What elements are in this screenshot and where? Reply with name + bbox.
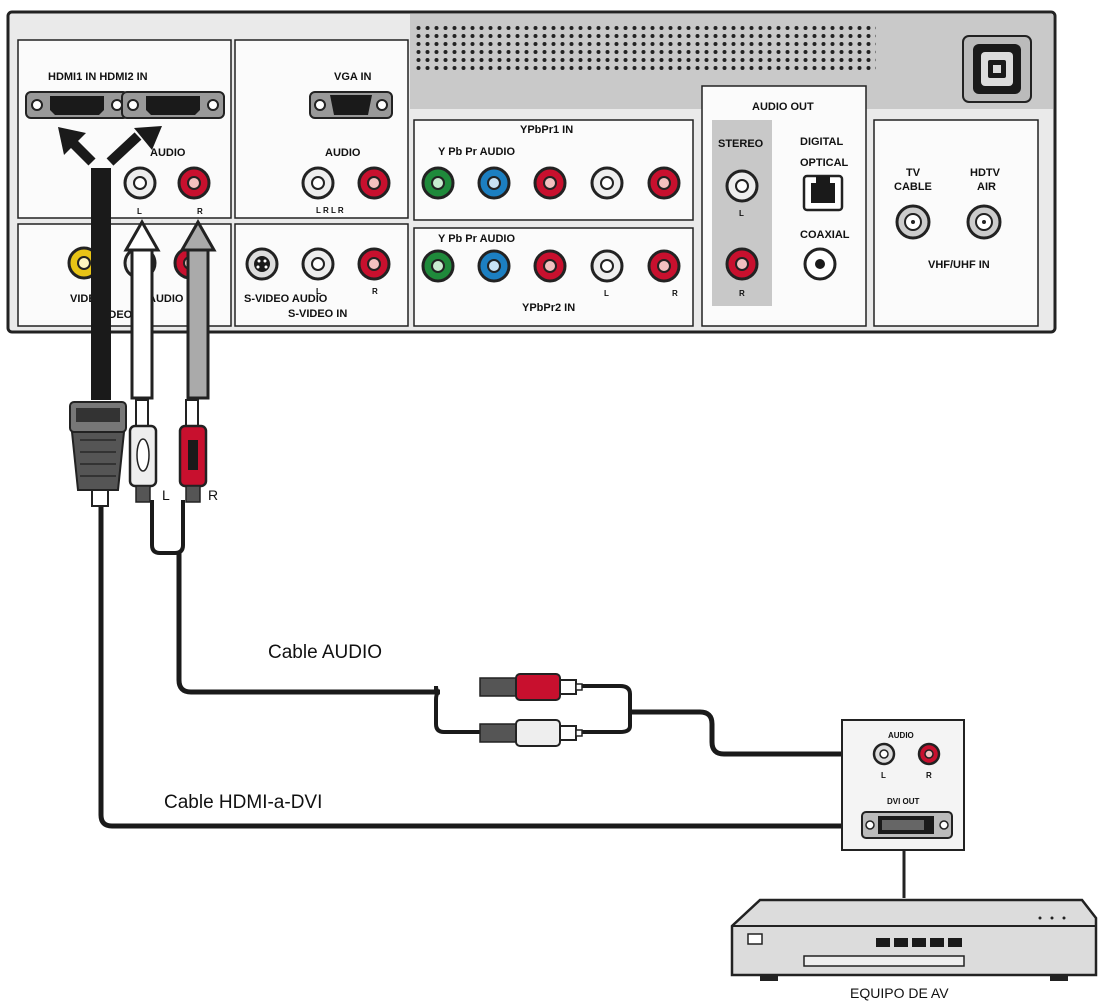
vga-audio-r-jack (357, 166, 391, 200)
device-audio-l-jack (872, 742, 896, 766)
vga-audio-l-jack (301, 166, 335, 200)
vhf-uhf-in-label: VHF/UHF IN (928, 259, 990, 271)
device-audio-r-label: R (926, 771, 932, 780)
hdmi2-arrow-shaft (106, 132, 142, 166)
hdmi1-port (25, 91, 129, 119)
optical-label: OPTICAL (800, 157, 849, 169)
ypbpr2-pr-jack (533, 249, 567, 283)
hdmi-dvi-cable-label: Cable HDMI-a-DVI (164, 792, 322, 813)
ypbpr2-l-label: L (604, 289, 609, 298)
rca-plug-r-label: R (208, 487, 218, 503)
disc-tray (803, 955, 965, 967)
audio-cable-split (434, 690, 480, 734)
vga-audio-label: AUDIO (325, 147, 361, 159)
ypbpr2-audio-r-jack (647, 249, 681, 283)
ypbpr1-pr-jack (533, 166, 567, 200)
stereo-l-label: L (739, 209, 744, 218)
audio-out-label: AUDIO OUT (752, 101, 814, 113)
svideo-audio-label: S-VIDEO AUDIO (244, 293, 328, 305)
ypbpr1-y-jack (421, 166, 455, 200)
cable-label: CABLE (894, 181, 932, 193)
svideo-r-label: R (372, 287, 378, 296)
hdtv-air-jack (966, 204, 1002, 240)
vga-in-label: VGA IN (334, 71, 372, 83)
rca-plug-red (178, 399, 208, 503)
audio-cable-label: Cable AUDIO (268, 642, 382, 663)
optical-port (802, 174, 844, 212)
hdmi2-port (121, 91, 225, 119)
coaxial-label: COAXIAL (800, 229, 850, 241)
stereo-r-label: R (739, 289, 745, 298)
rca-plug-white-middle (479, 719, 583, 747)
coaxial-jack (803, 247, 837, 281)
stereo-label: STEREO (718, 138, 764, 150)
ypbpr1-pb-jack (477, 166, 511, 200)
audio-cable-loop (150, 500, 185, 555)
hdmi-dvi-adapter (69, 401, 127, 507)
hdmi-audio-r-jack (177, 166, 211, 200)
audio-r-arrow (179, 218, 217, 400)
hdmi-in-label: HDMI1 IN HDMI2 IN (48, 71, 148, 83)
svideo-l-label: L (316, 287, 321, 296)
ypbpr1-sub-label: Y Pb Pr AUDIO (438, 146, 515, 158)
audio-out-l-jack (725, 169, 759, 203)
hdmi1-arrowhead-icon (58, 127, 86, 155)
rca-plug-white (128, 399, 158, 503)
ypbpr2-sub-label: Y Pb Pr AUDIO (438, 233, 515, 245)
hdmi-audio-l-label: L (137, 207, 142, 216)
svideo-audio-l-jack (301, 247, 335, 281)
device-audio-label: AUDIO (888, 731, 914, 740)
audio-cable-to-device (630, 709, 850, 757)
vga-port (309, 91, 393, 119)
dvi-out-label: DVI OUT (887, 797, 920, 806)
hdmi2-arrowhead-icon (134, 126, 162, 150)
tv-back-panel: HDMI1 IN HDMI2 IN VGA IN AUDIO L R AUDIO (6, 10, 1057, 334)
svideo-in-label: S-VIDEO IN (288, 308, 347, 320)
hdmi-audio-label: AUDIO (150, 147, 186, 159)
ypbpr1-in-label: YPbPr1 IN (520, 124, 573, 136)
ypbpr2-r-label: R (672, 289, 678, 298)
digital-label: DIGITAL (800, 136, 843, 148)
svideo-jack (245, 247, 279, 281)
audio-cable-loop-right (580, 684, 632, 734)
device-connector-panel: AUDIO L R DVI OUT (841, 719, 965, 851)
tv-label: TV (906, 167, 921, 179)
audio-cable (176, 553, 440, 695)
video-audio-label: AUDIO (148, 293, 184, 305)
vga-audio-lr-label: L R L R (316, 206, 344, 215)
hdmi-dvi-cable (98, 506, 850, 829)
ypbpr1-audio-l-jack (590, 166, 624, 200)
power-button-icon (747, 933, 763, 945)
device-audio-l-label: L (881, 771, 886, 780)
ypbpr2-pb-jack (477, 249, 511, 283)
hdtv-label: HDTV (970, 167, 1001, 179)
power-socket (962, 35, 1032, 103)
tv-cable-jack (895, 204, 931, 240)
air-label: AIR (977, 181, 996, 193)
ypbpr2-y-jack (421, 249, 455, 283)
dvi-out-port (861, 811, 953, 839)
hdmi-audio-l-jack (123, 166, 157, 200)
svideo-audio-r-jack (357, 247, 391, 281)
ypbpr2-audio-l-jack (590, 249, 624, 283)
av-device-label: EQUIPO DE AV (850, 985, 949, 1001)
hdmi-audio-r-label: R (197, 207, 203, 216)
rca-plug-l-label: L (162, 487, 170, 503)
device-audio-r-jack (917, 742, 941, 766)
av-device (730, 898, 1098, 981)
rca-plug-red-middle (479, 673, 583, 701)
ypbpr2-in-label: YPbPr2 IN (522, 302, 575, 314)
audio-l-arrow (123, 218, 161, 400)
ventilation-grille (416, 22, 876, 70)
audio-out-r-jack (725, 247, 759, 281)
audio-cable-split-top (434, 685, 441, 694)
ypbpr1-audio-r-jack (647, 166, 681, 200)
